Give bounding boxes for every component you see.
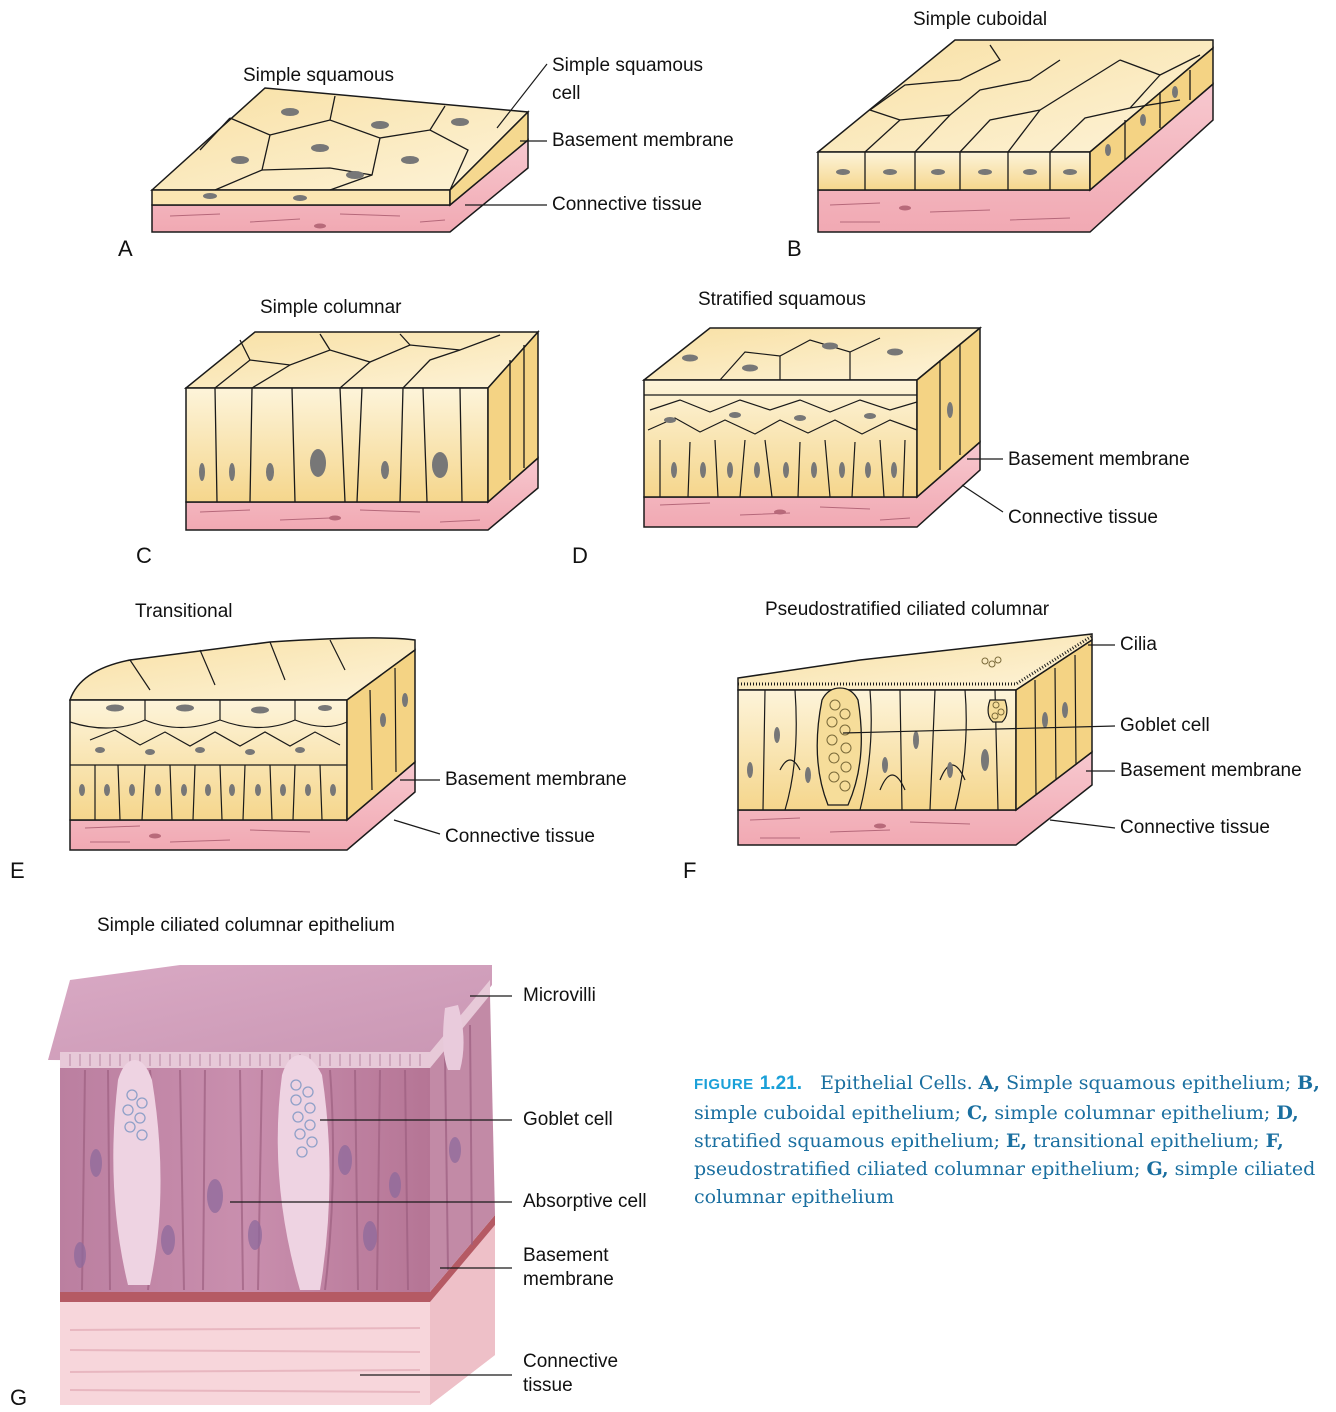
panel-g-microvilli-label: Microvilli (523, 984, 596, 1008)
caption-seg-9: E, (1006, 1130, 1027, 1152)
panel-d-drawing (644, 328, 1003, 527)
caption-seg-1: A, (979, 1072, 1000, 1094)
panel-b-letter: B (787, 236, 802, 262)
panel-e-letter: E (10, 858, 25, 884)
panel-c-title: Simple columnar (260, 296, 402, 320)
caption-seg-0: Epithelial Cells. (820, 1072, 979, 1094)
panel-f-goblet-cell (817, 688, 861, 805)
panel-a-basement-label: Basement membrane (552, 129, 734, 153)
panel-e-drawing (70, 638, 440, 850)
panel-b-drawing (818, 40, 1213, 232)
panel-f-title: Pseudostratified ciliated columnar (765, 598, 1049, 622)
figure-caption: FIGURE 1.21. Epithelial Cells. A, Simple… (694, 1069, 1334, 1211)
panel-b-title: Simple cuboidal (913, 8, 1047, 32)
panel-g-connective-label: Connective tissue (523, 1350, 618, 1398)
caption-seg-4: simple cuboidal epithelium; (694, 1102, 967, 1124)
panel-f-connective-label: Connective tissue (1120, 816, 1270, 840)
panel-f-cilia-label: Cilia (1120, 633, 1157, 657)
caption-seg-11: F, (1266, 1130, 1284, 1152)
panel-f-goblet-label: Goblet cell (1120, 714, 1210, 738)
panel-a-drawing (152, 64, 547, 232)
panel-f-letter: F (683, 858, 696, 884)
panel-g-title: Simple ciliated columnar epithelium (97, 914, 395, 938)
panel-e-connective-label: Connective tissue (445, 825, 595, 849)
panel-e-title: Transitional (135, 600, 233, 624)
panel-a-letter: A (118, 236, 133, 262)
figure-number: 1.21. (760, 1073, 802, 1094)
panel-e-basement-label: Basement membrane (445, 768, 627, 792)
caption-seg-3: B, (1297, 1072, 1320, 1094)
panel-a-title: Simple squamous (243, 64, 394, 88)
panel-d-connective-label: Connective tissue (1008, 506, 1158, 530)
panel-g-basement-label: Basement membrane (523, 1244, 614, 1292)
caption-seg-12: pseudostratified ciliated columnar epith… (694, 1158, 1146, 1180)
panel-a-cell-label: Simple squamous cell (552, 52, 703, 108)
panel-f-basement-label: Basement membrane (1120, 759, 1302, 783)
panel-g-drawing (48, 965, 512, 1405)
panel-d-title: Stratified squamous (698, 288, 866, 312)
panel-g-top-surface (48, 965, 492, 1062)
caption-seg-8: stratified squamous epithelium; (694, 1130, 1006, 1152)
panel-g-letter: G (10, 1385, 27, 1411)
panel-f-drawing (738, 634, 1115, 845)
caption-seg-13: G, (1146, 1158, 1168, 1180)
panel-d-letter: D (572, 543, 588, 569)
panel-g-goblet-label: Goblet cell (523, 1108, 613, 1132)
caption-seg-7: D, (1276, 1102, 1298, 1124)
caption-seg-10: transitional epithelium; (1027, 1130, 1265, 1152)
panel-g-absorptive-label: Absorptive cell (523, 1190, 647, 1214)
caption-seg-2: Simple squamous epithelium; (1000, 1072, 1297, 1094)
panel-c-drawing (186, 332, 538, 530)
panel-a-connective-label: Connective tissue (552, 193, 702, 217)
panel-d-basement-label: Basement membrane (1008, 448, 1190, 472)
panel-c-letter: C (136, 543, 152, 569)
caption-seg-6: simple columnar epithelium; (988, 1102, 1276, 1124)
figure-word: FIGURE (694, 1076, 754, 1093)
caption-seg-5: C, (967, 1102, 988, 1124)
